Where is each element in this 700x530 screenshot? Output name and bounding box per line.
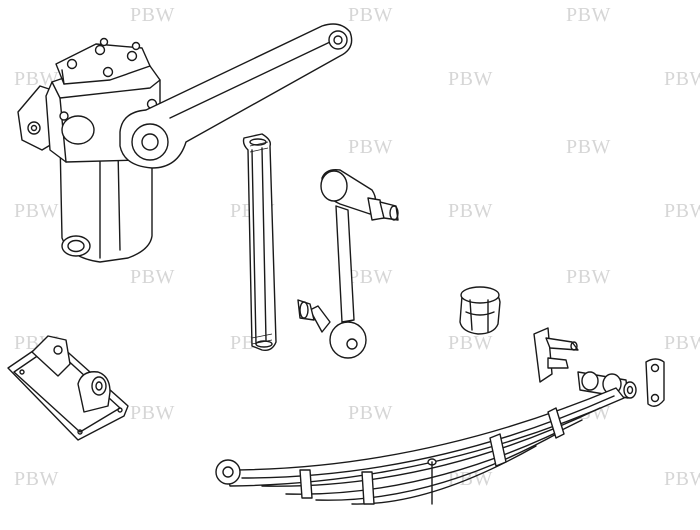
stabiliser-link-icon — [297, 168, 399, 359]
shackle-icon — [533, 327, 665, 407]
drag-link-icon — [242, 133, 277, 352]
leaf-spring-icon — [215, 387, 625, 505]
drop-arm-icon — [119, 23, 353, 169]
steering-box-icon — [17, 37, 161, 263]
bracket-icon — [7, 335, 129, 441]
bump-stop-icon — [459, 286, 501, 335]
